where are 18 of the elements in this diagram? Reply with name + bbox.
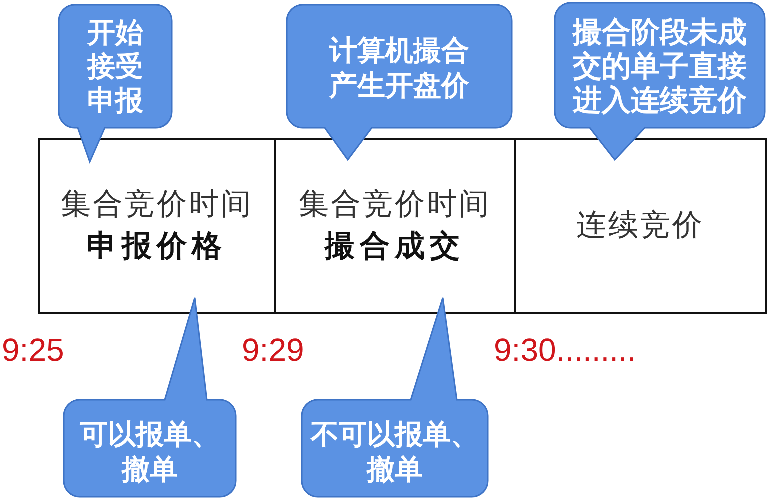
time-label: 9:25: [2, 332, 64, 368]
stage-subheading: 撮合成交: [325, 228, 465, 266]
time-label: 9:30.........: [494, 332, 636, 368]
stage-subheading: 申报价格: [87, 228, 227, 266]
stage-box: [38, 138, 276, 314]
stage-heading: 连续竞价: [576, 207, 704, 245]
callout-text: 不可以报单、撤单: [310, 416, 480, 486]
stage-box: [274, 138, 516, 314]
callout-text: 计算机撮合产生开盘价: [328, 32, 470, 102]
time-label: 9:29: [242, 332, 304, 368]
speech-bubble: [301, 296, 489, 499]
stage-box: [514, 138, 767, 314]
callout-text: 撮合阶段未成交的单子直接进入连续竞价: [572, 14, 748, 116]
speech-bubble: [63, 296, 237, 499]
callout-text: 可以报单、撤单: [79, 416, 221, 486]
callout-text: 开始接受申报: [86, 16, 144, 118]
stage-heading: 集合竞价时间: [299, 186, 491, 224]
stage-heading: 集合竞价时间: [61, 186, 253, 224]
